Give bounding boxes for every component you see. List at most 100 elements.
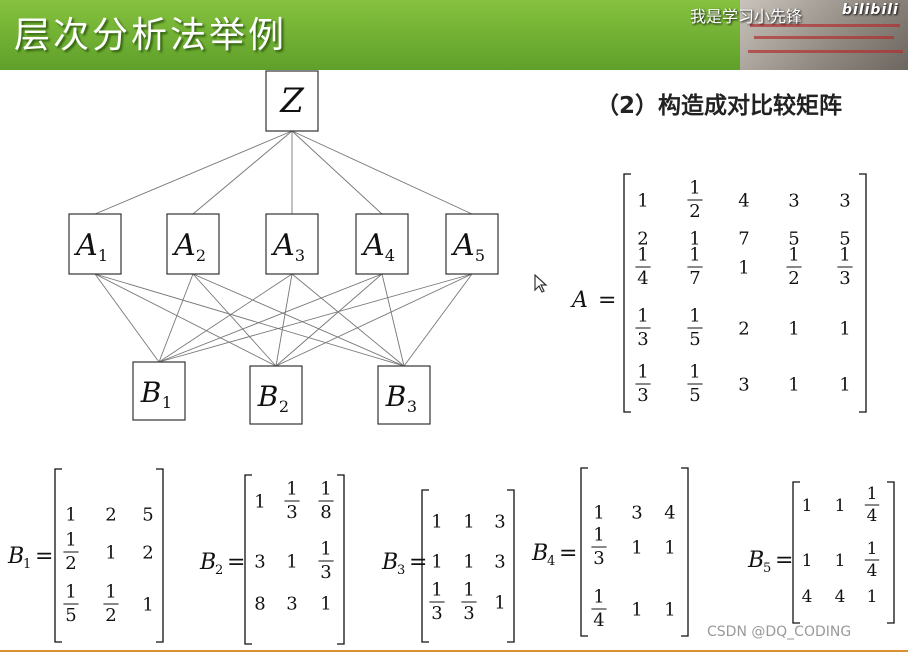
matrix-cell: 1 (65, 504, 76, 525)
connector-line (94, 273, 405, 367)
matrix-cell: 3 (254, 551, 265, 572)
matrix-cell: 7 (738, 228, 749, 249)
matrix-cell-numerator: 1 (463, 580, 474, 601)
connector-line (291, 273, 405, 367)
connector-line (381, 273, 405, 367)
video-thumbnail[interactable] (740, 0, 908, 70)
equals-sign: = (775, 548, 793, 573)
matrix-cell-denominator: 7 (689, 268, 700, 289)
goal-node-Z: Z (265, 70, 319, 132)
node-box (265, 70, 319, 132)
matrix-cell: 3 (286, 593, 297, 614)
equals-sign: = (409, 550, 427, 575)
matrix-label: B1= (7, 544, 53, 572)
node-symbol: Z (279, 81, 305, 121)
matrix-cell-denominator: 5 (689, 329, 700, 350)
matrix-cell: 1 (463, 511, 474, 532)
matrix-cell: 1 (802, 551, 813, 571)
matrix-subscript: 2 (215, 563, 223, 578)
node-box (166, 213, 220, 275)
matrix-cell: 4 (664, 502, 675, 523)
matrix-name: B (381, 550, 398, 575)
matrix-cell-numerator: 1 (431, 580, 442, 601)
matrix-cell: 1 (431, 551, 442, 572)
node-box (265, 213, 319, 275)
slide-title: 层次分析法举例 (14, 15, 288, 56)
matrix-name: A (570, 288, 588, 313)
matrix-cell: 1 (788, 374, 799, 395)
connector-line (192, 130, 293, 215)
matrix-cell-denominator: 2 (65, 553, 76, 574)
node-subscript: 3 (295, 246, 305, 265)
matrix-cell: 1 (631, 599, 642, 620)
matrix-cell: 2 (637, 228, 648, 249)
matrix-label: B5= (747, 548, 793, 576)
connector-line (275, 273, 473, 367)
matrix-cell-numerator: 1 (593, 587, 604, 608)
node-box (249, 365, 303, 425)
matrix-bracket-left (54, 468, 62, 643)
equals-sign: = (35, 544, 53, 569)
matrix-cell: 3 (494, 551, 505, 572)
matrix-cell: 3 (494, 511, 505, 532)
matrix-label: B3= (381, 550, 427, 578)
section-heading: （2）构造成对比较矩阵 (596, 93, 843, 119)
matrix-cell: 1 (142, 594, 153, 615)
matrix-cell-numerator: 1 (839, 245, 850, 266)
matrix-cell: 1 (664, 599, 675, 620)
matrix-subscript: 5 (763, 561, 771, 576)
matrix-cell-denominator: 4 (867, 506, 878, 526)
matrix-name: B (531, 541, 548, 566)
matrix-cell: 4 (835, 587, 846, 607)
node-box (68, 213, 122, 275)
equals-sign: = (598, 288, 616, 313)
matrix-bracket-right (681, 467, 689, 637)
footer-rule (0, 650, 908, 652)
matrix-cell-numerator: 1 (867, 484, 878, 504)
matrix-cell: 5 (788, 228, 799, 249)
matrix-cell-numerator: 1 (689, 362, 700, 383)
matrix-cell: 3 (738, 374, 749, 395)
node-symbol: B (257, 380, 279, 413)
matrix-cell-numerator: 1 (689, 306, 700, 327)
matrix-cell-denominator: 3 (463, 603, 474, 624)
matrix-bracket-left (580, 467, 588, 637)
connector-line (192, 273, 277, 367)
bilibili-logo: bilibili (842, 2, 899, 18)
node-symbol: A (73, 228, 98, 263)
matrix-cell: 1 (788, 318, 799, 339)
matrix-cell: 1 (664, 537, 675, 558)
matrix-cell-numerator: 1 (788, 245, 799, 266)
matrix-cell: 5 (142, 504, 153, 525)
matrix-cell-numerator: 1 (320, 539, 331, 560)
matrix-cell-numerator: 1 (637, 306, 648, 327)
matrix-subscript: 1 (23, 557, 31, 572)
node-symbol: A (270, 228, 295, 263)
matrix-bracket-right (887, 481, 895, 624)
equals-sign: = (227, 550, 245, 575)
matrix-cell: 1 (867, 587, 878, 607)
connector-line (192, 273, 405, 367)
matrix-cell: 2 (738, 318, 749, 339)
matrix-cell-denominator: 3 (637, 385, 648, 406)
node-subscript: 3 (407, 397, 417, 416)
node-box (355, 213, 409, 275)
matrix-cell-numerator: 1 (65, 530, 76, 551)
connector-line (94, 130, 293, 215)
matrix-cell: 1 (286, 551, 297, 572)
matrix-cell-numerator: 1 (637, 362, 648, 383)
node-symbol: A (171, 228, 196, 263)
node-subscript: 2 (279, 397, 289, 416)
connector-line (291, 130, 473, 215)
matrix-cell-numerator: 1 (867, 539, 878, 559)
matrix-cell: 1 (802, 496, 813, 516)
matrix-cell: 1 (593, 502, 604, 523)
matrix-cell-numerator: 1 (593, 525, 604, 546)
